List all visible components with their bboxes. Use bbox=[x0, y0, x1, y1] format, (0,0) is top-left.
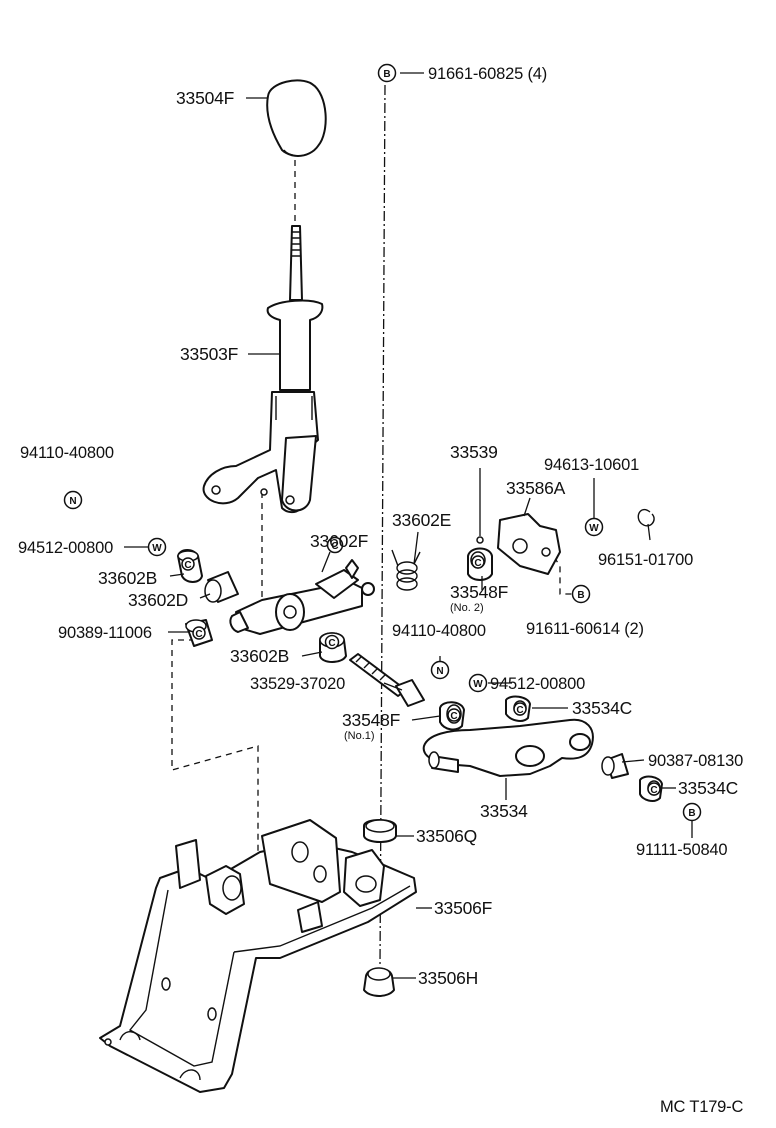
label-94110-40800-left[interactable]: 94110-40800 bbox=[20, 444, 114, 462]
label-91611-60614[interactable]: 91611-60614 (2) bbox=[526, 620, 644, 638]
label-94613-10601[interactable]: 94613-10601 bbox=[544, 456, 639, 474]
svg-text:C: C bbox=[331, 541, 338, 552]
label-33506h[interactable]: 33506H bbox=[418, 968, 478, 988]
label-90389-11006[interactable]: 90389-11006 bbox=[58, 624, 152, 642]
label-94512-00800-right[interactable]: 94512-00800 bbox=[490, 675, 585, 693]
shift-knob[interactable] bbox=[266, 79, 327, 157]
svg-text:C: C bbox=[516, 705, 523, 716]
clip-symbol-icon: C bbox=[471, 555, 485, 569]
plate-33586a[interactable] bbox=[497, 513, 561, 575]
label-33506f[interactable]: 33506F bbox=[434, 898, 492, 918]
label-no2: (No. 2) bbox=[450, 602, 484, 614]
label-33602d[interactable]: 33602D bbox=[128, 590, 188, 610]
label-33602f[interactable]: 33602F bbox=[310, 531, 368, 551]
svg-text:B: B bbox=[383, 69, 390, 80]
svg-text:B: B bbox=[688, 808, 695, 819]
label-no1: (No.1) bbox=[344, 730, 375, 742]
label-91111-50840[interactable]: 91111-50840 bbox=[636, 841, 728, 859]
leader-lines bbox=[124, 72, 693, 979]
e-ring-96151[interactable] bbox=[637, 508, 655, 527]
clip-symbol-icon: C bbox=[513, 702, 527, 716]
label-33504f[interactable]: 33504F bbox=[176, 88, 234, 108]
washer-symbol-icon: W bbox=[468, 673, 488, 693]
svg-text:C: C bbox=[474, 558, 481, 569]
label-33539[interactable]: 33539 bbox=[450, 442, 498, 462]
grommet-33506h[interactable] bbox=[363, 967, 395, 997]
label-33506q[interactable]: 33506Q bbox=[416, 826, 477, 846]
clip-symbol-icon: C bbox=[326, 536, 344, 554]
return-spring[interactable] bbox=[391, 549, 421, 591]
svg-text:C: C bbox=[328, 638, 335, 649]
select-shaft-assembly[interactable] bbox=[229, 559, 375, 635]
svg-text:W: W bbox=[473, 679, 483, 690]
part-labels: 33504F 33503F 91661-60825 (4) 94110-4080… bbox=[18, 65, 744, 1116]
washer-symbol-icon: W bbox=[147, 537, 167, 557]
symbol-markers: B N W W B N W C bbox=[63, 63, 702, 822]
clip-symbol-icon: C bbox=[447, 708, 461, 722]
washer-symbol-icon: W bbox=[584, 517, 604, 537]
label-91661-60825[interactable]: 91661-60825 (4) bbox=[428, 65, 547, 83]
plug-33539[interactable] bbox=[476, 536, 484, 544]
svg-text:W: W bbox=[152, 543, 162, 554]
shift-lever[interactable] bbox=[202, 225, 324, 514]
svg-text:N: N bbox=[69, 496, 76, 507]
grommet-33506q[interactable] bbox=[363, 819, 397, 843]
clip-symbol-icon: C bbox=[181, 557, 195, 571]
label-33548f-no2[interactable]: 33548F bbox=[450, 582, 508, 602]
bolt-symbol-icon: B bbox=[571, 584, 591, 604]
nut-symbol-icon: N bbox=[430, 660, 450, 680]
shift-bracket-33506f[interactable] bbox=[99, 819, 417, 1093]
label-33534[interactable]: 33534 bbox=[480, 801, 528, 821]
svg-text:C: C bbox=[195, 629, 202, 640]
svg-text:W: W bbox=[589, 523, 599, 534]
svg-text:C: C bbox=[650, 785, 657, 796]
clip-symbol-icon: C bbox=[647, 782, 661, 796]
label-33548f-no1[interactable]: 33548F bbox=[342, 710, 400, 730]
bolt-symbol-icon: B bbox=[682, 802, 702, 822]
bolt-33529[interactable] bbox=[349, 653, 425, 707]
collar-90387[interactable] bbox=[601, 753, 629, 779]
nut-symbol-icon: N bbox=[63, 490, 83, 510]
bolt-symbol-icon: B bbox=[377, 63, 397, 83]
label-33534c-bottom[interactable]: 33534C bbox=[678, 778, 738, 798]
label-94110-40800-right[interactable]: 94110-40800 bbox=[392, 622, 486, 640]
label-33602b-bottom[interactable]: 33602B bbox=[230, 646, 289, 666]
label-96151-01700[interactable]: 96151-01700 bbox=[598, 551, 693, 569]
assembly-lines bbox=[171, 84, 574, 966]
clip-symbol-icon: C bbox=[324, 634, 340, 650]
label-90387-08130[interactable]: 90387-08130 bbox=[648, 752, 743, 770]
control-link-33534[interactable] bbox=[422, 718, 594, 777]
label-94512-00800-left[interactable]: 94512-00800 bbox=[18, 539, 113, 557]
label-33529-37020[interactable]: 33529-37020 bbox=[250, 675, 345, 693]
label-33503f[interactable]: 33503F bbox=[180, 344, 238, 364]
svg-text:N: N bbox=[436, 666, 443, 677]
label-33602e[interactable]: 33602E bbox=[392, 510, 451, 530]
clip-symbol-icon: C bbox=[192, 626, 206, 640]
label-33534c-top[interactable]: 33534C bbox=[572, 698, 632, 718]
label-33586a[interactable]: 33586A bbox=[506, 478, 566, 498]
figure-code: MC T179-C bbox=[660, 1098, 743, 1116]
collar-33602d[interactable] bbox=[204, 571, 239, 603]
svg-text:C: C bbox=[184, 560, 191, 571]
svg-text:C: C bbox=[450, 711, 457, 722]
label-33602b-top[interactable]: 33602B bbox=[98, 568, 157, 588]
svg-text:B: B bbox=[577, 590, 584, 601]
